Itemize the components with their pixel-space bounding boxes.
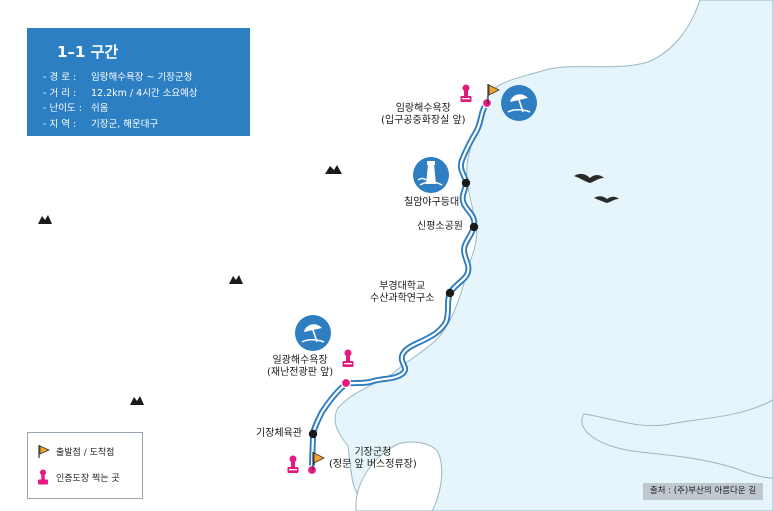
legend-stamp: 인증도장 찍는 곳 [36, 469, 120, 485]
flag-icon [38, 445, 50, 458]
label-gijang-office: 기장군청 (정문 앞 버스정류장) [329, 447, 417, 470]
stamp-point-ilgwang[interactable] [340, 377, 352, 389]
mountain-icon [38, 165, 342, 405]
label-imrang-beach: 임랑해수욕장 (입구공중화장실 앞) [381, 103, 466, 126]
label-sinpyeong-park: 신평소공원 [417, 221, 463, 232]
section-info-box: 1–1 구간 - 경 로 :임랑해수욕장 ~ 기장군청 - 거 리 :12.2k… [27, 28, 250, 136]
waypoint-gijang-gym[interactable] [308, 429, 318, 439]
waypoint-chilam[interactable] [461, 178, 471, 188]
source-credit: 출처 : (주)부산의 아름다운 길 [643, 483, 763, 500]
right-coast [581, 399, 773, 479]
lighthouse-icon [413, 157, 449, 193]
legend-start-end: 출발점 / 도착점 [36, 443, 114, 459]
label-pknu-institute: 부경대학교 수산과학연구소 [370, 281, 435, 304]
detail-difficulty: - 난이도 :쉬움 [43, 103, 109, 114]
beach-umbrella-icon [295, 315, 331, 351]
stamp-icon [342, 349, 354, 367]
seagull-icon [574, 173, 619, 203]
map-legend: 출발점 / 도착점 인증도장 찍는 곳 [27, 432, 143, 499]
stamp-point-imrang[interactable] [481, 97, 493, 109]
sea-area [334, 0, 773, 511]
detail-route: - 경 로 :임랑해수욕장 ~ 기장군청 [43, 72, 193, 83]
label-chilam-lighthouse: 칠암야구등대 [404, 197, 460, 208]
waypoint-sinpyeong[interactable] [469, 222, 479, 232]
stamp-icon [38, 469, 48, 485]
beach-umbrella-icon [501, 85, 537, 121]
section-title: 1–1 구간 [57, 43, 119, 61]
stamp-icon [287, 455, 299, 473]
detail-region: - 지 역 :기장군, 해운대구 [43, 118, 159, 130]
bay-outline [355, 441, 443, 511]
label-ilgwang-beach: 일광해수욕장 (재난전광판 앞) [267, 355, 334, 378]
waypoint-pknu[interactable] [445, 288, 455, 298]
label-gijang-gym: 기장체육관 [256, 428, 302, 439]
stamp-icon [460, 84, 472, 102]
flag-icon [312, 452, 325, 470]
flag-icon [487, 84, 500, 104]
detail-distance: - 거 리 :12.2km / 4시간 소요예상 [43, 87, 198, 99]
stamp-point-gijang-office[interactable] [306, 464, 318, 476]
section-details: - 경 로 :임랑해수욕장 ~ 기장군청 - 거 리 :12.2km / 4시간… [43, 70, 198, 132]
